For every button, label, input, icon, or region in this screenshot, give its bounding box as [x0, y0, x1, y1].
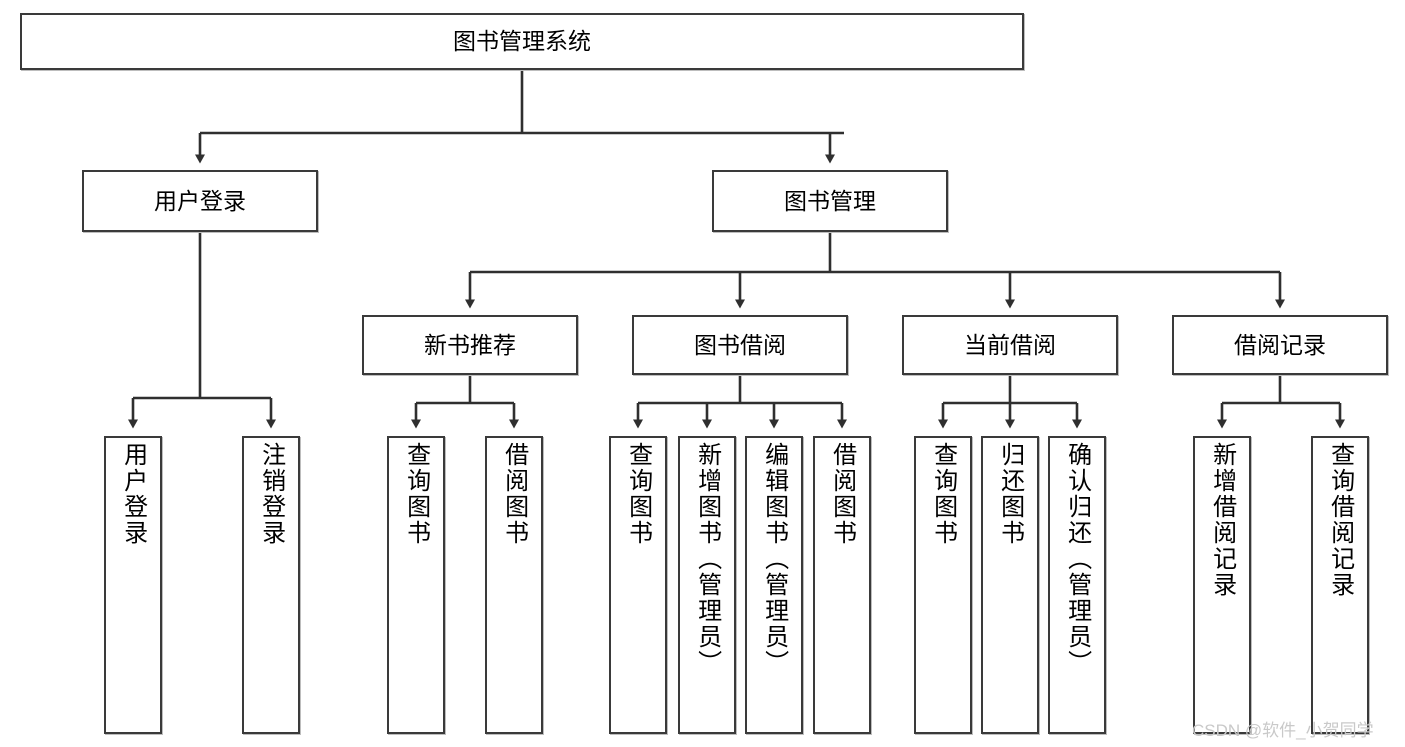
- node-label: 用户登录: [154, 187, 246, 214]
- node-user-login[interactable]: 用户登录: [82, 170, 318, 232]
- node-book-management-system[interactable]: 图书管理系统: [20, 13, 1024, 70]
- node-label: 用户登录: [119, 442, 147, 546]
- node-label: 编辑图书（管理员）: [760, 442, 788, 676]
- node-book-borrow[interactable]: 图书借阅: [632, 315, 848, 375]
- node-label: 查询图书: [929, 442, 957, 546]
- node-label: 新增图书（管理员）: [693, 442, 721, 676]
- node-label: 查询图书: [402, 442, 430, 546]
- node-label: 归还图书: [996, 442, 1024, 546]
- node-label: 查询图书: [624, 442, 652, 546]
- leaf-borrow-book[interactable]: 借阅图书: [813, 436, 871, 734]
- leaf-add-book-admin[interactable]: 新增图书（管理员）: [678, 436, 736, 734]
- leaf-confirm-return-admin[interactable]: 确认归还（管理员）: [1048, 436, 1106, 734]
- node-label: 查询借阅记录: [1326, 442, 1354, 598]
- leaf-query-borrow-record[interactable]: 查询借阅记录: [1311, 436, 1369, 734]
- node-book-management[interactable]: 图书管理: [712, 170, 948, 232]
- leaf-query-book-current[interactable]: 查询图书: [914, 436, 972, 734]
- leaf-logout[interactable]: 注销登录: [242, 436, 300, 734]
- node-label: 注销登录: [257, 442, 285, 546]
- leaf-edit-book-admin[interactable]: 编辑图书（管理员）: [745, 436, 803, 734]
- leaf-query-book-newbook[interactable]: 查询图书: [387, 436, 445, 734]
- node-label: 当前借阅: [964, 331, 1056, 358]
- node-label: 图书借阅: [694, 331, 786, 358]
- node-label: 借阅记录: [1234, 331, 1326, 358]
- node-borrow-record[interactable]: 借阅记录: [1172, 315, 1388, 375]
- node-label: 借阅图书: [500, 442, 528, 546]
- node-current-borrow[interactable]: 当前借阅: [902, 315, 1118, 375]
- leaf-user-login[interactable]: 用户登录: [104, 436, 162, 734]
- node-new-book-recommend[interactable]: 新书推荐: [362, 315, 578, 375]
- leaf-add-borrow-record[interactable]: 新增借阅记录: [1193, 436, 1251, 734]
- node-label: 图书管理系统: [453, 28, 591, 55]
- csdn-watermark: CSDN @软件_小贺同学: [1192, 721, 1374, 740]
- leaf-borrow-book-newbook[interactable]: 借阅图书: [485, 436, 543, 734]
- node-label: 图书管理: [784, 187, 876, 214]
- node-label: 确认归还（管理员）: [1063, 442, 1091, 676]
- node-label: 新增借阅记录: [1208, 442, 1236, 598]
- leaf-return-book[interactable]: 归还图书: [981, 436, 1039, 734]
- node-label: 借阅图书: [828, 442, 856, 546]
- node-label: 新书推荐: [424, 331, 516, 358]
- leaf-query-book-borrow[interactable]: 查询图书: [609, 436, 667, 734]
